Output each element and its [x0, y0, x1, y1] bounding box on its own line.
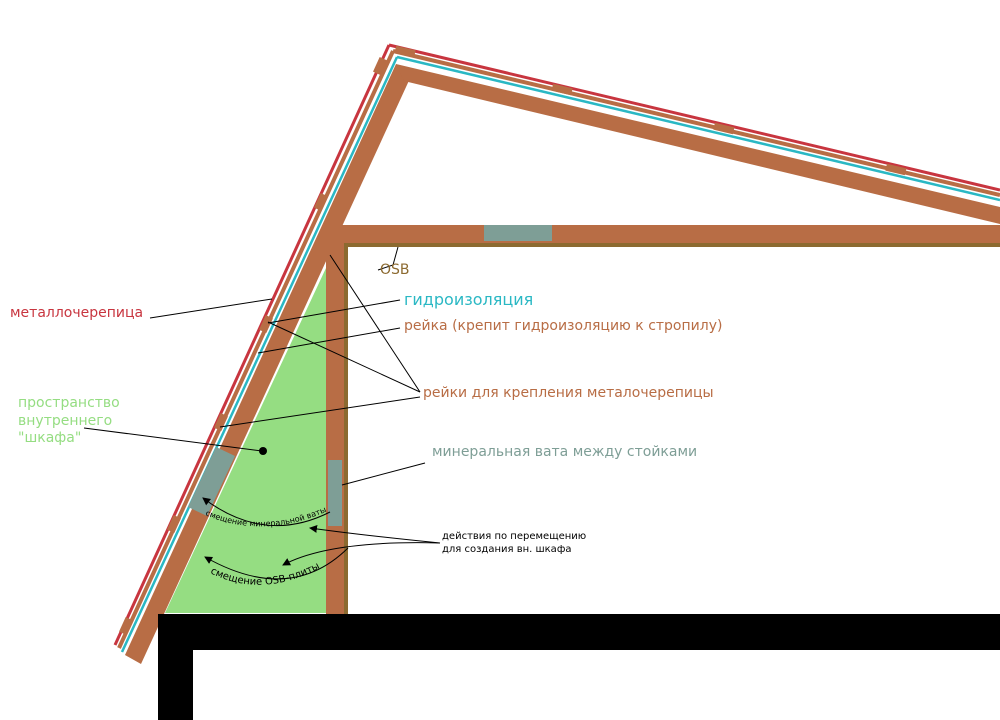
- closet-space-area: [165, 268, 326, 613]
- leader-roof-battens-1: [267, 321, 421, 393]
- leader-batten: [257, 327, 401, 354]
- label-actions: действия по перемещению для создания вн.…: [442, 531, 587, 555]
- metal-roofing-left: [113, 44, 391, 646]
- label-mineral-wool: минеральная вата между стойками: [432, 444, 698, 460]
- metal-roofing-right: [388, 43, 1000, 192]
- leader-closet-space: [83, 427, 263, 452]
- roof-batten: [119, 617, 133, 635]
- label-batten: рейка (крепит гидроизоляцию к стропилу): [404, 318, 723, 334]
- osb-wall-sheet: [344, 243, 348, 617]
- leader-closet-batten: [219, 396, 421, 428]
- osb-shift-arrow: [204, 547, 349, 580]
- action-arrow-wool-shift: [309, 525, 441, 544]
- waterproofing-right: [396, 55, 1000, 202]
- label-roof-battens: рейки для крепления металочерепицы: [423, 385, 714, 401]
- roof-batten: [551, 83, 573, 96]
- roof-batten: [259, 315, 273, 333]
- rafter-left: [125, 64, 412, 664]
- label-waterproofing: гидроизоляция: [404, 290, 534, 309]
- action-arrow-osb-shift: [282, 542, 441, 566]
- label-metal-roofing: металлочерепица: [10, 305, 144, 321]
- ceiling-joist: [326, 225, 1000, 243]
- waterproofing-left: [120, 56, 399, 653]
- rafter-right: [396, 64, 1000, 224]
- roof-batten: [394, 45, 416, 58]
- roof-batten: [713, 122, 735, 135]
- leader-lines: [83, 246, 426, 486]
- roof-batten: [373, 57, 387, 75]
- label-closet-space: пространство внутреннего "шкафа": [18, 395, 120, 446]
- leader-mineral-wool: [341, 462, 426, 486]
- counter-batten-left: [117, 50, 395, 649]
- roof-batten: [885, 163, 907, 176]
- leader-osb: [377, 246, 399, 271]
- mineral-wool-stud: [328, 460, 342, 526]
- roof-batten: [214, 413, 228, 431]
- leader-waterproofing: [267, 299, 401, 324]
- floor-slab: [158, 614, 1000, 720]
- counter-batten-right: [392, 49, 1000, 197]
- mineral-wool-rafter: [188, 447, 235, 516]
- leader-roofing: [149, 298, 273, 319]
- roof-batten: [167, 515, 181, 533]
- closet-space-marker: [259, 447, 267, 455]
- action-arrows: [202, 497, 441, 580]
- leader-roof-battens-2: [329, 254, 421, 393]
- wool-shift-arrow: [202, 497, 331, 527]
- label-osb: OSB: [380, 262, 410, 278]
- roof-battens: [119, 45, 907, 635]
- mineral-wool-joist: [484, 225, 552, 241]
- osb-ceiling-sheet: [346, 243, 1000, 247]
- roof-batten: [314, 193, 328, 211]
